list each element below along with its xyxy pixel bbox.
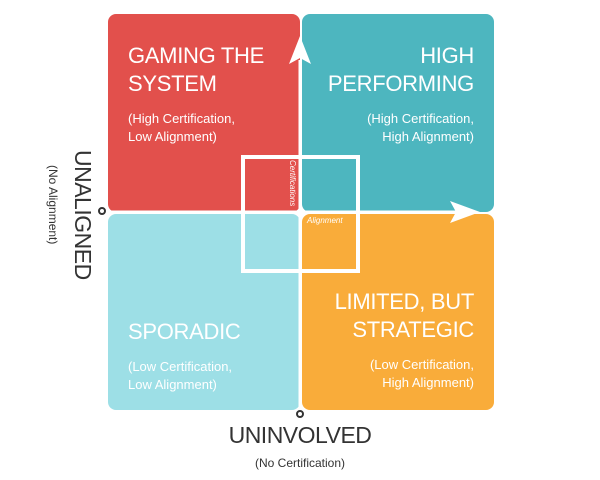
no-certification-label: (No Certification) [254,456,346,470]
arrow-right-icon [450,201,480,223]
no-alignment-label: (No Alignment) [46,165,60,245]
quadrant-subtitle: (High Certification,Low Alignment) [128,111,235,144]
alignment-axis-label: Alignment [307,216,343,225]
origin-dot-left [98,207,106,215]
quadrant-subtitle: (Low Certification,High Alignment) [369,357,474,390]
quadrant-title: SPORADIC [128,319,241,344]
unaligned-label: UNALIGNED [70,150,96,280]
quadrant-subtitle: (High Certification,High Alignment) [367,111,474,144]
origin-dot-bottom [296,410,304,418]
certifications-axis-label: Certifications [288,160,297,207]
uninvolved-label: UNINVOLVED [228,422,372,448]
arrow-up-icon [289,36,311,64]
quadrant-subtitle: (Low Certification,Low Alignment) [128,359,233,392]
quadrant-sporadic: SPORADIC (Low Certification,Low Alignmen… [108,214,300,410]
